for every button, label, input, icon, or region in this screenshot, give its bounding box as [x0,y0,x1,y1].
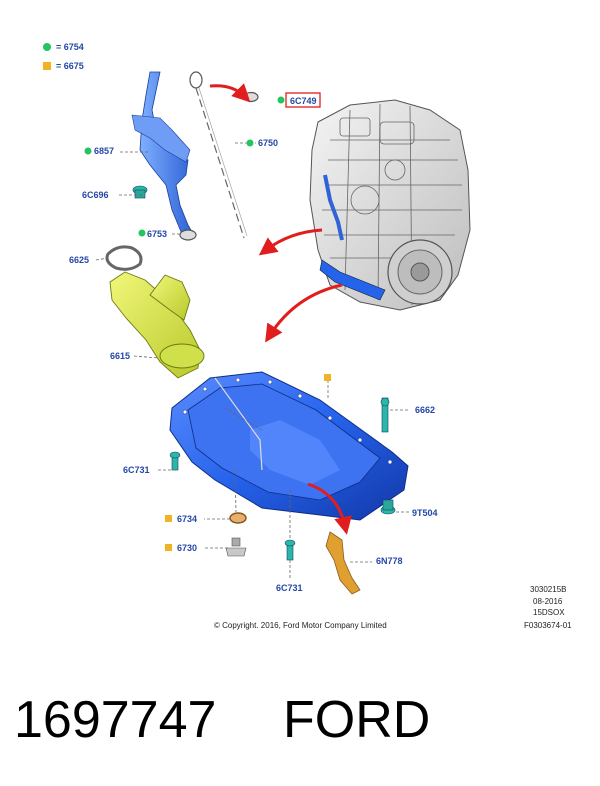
callout-markers [84,96,331,551]
engine-assembly-illustration [309,99,471,311]
bolt-6C731-left [169,451,181,471]
label-6C749: 6C749 [290,96,317,106]
o-ring-6753 [179,229,197,241]
legend-yellow-square-icon [43,62,51,70]
marker-6753-icon [138,229,146,237]
label-6N778: 6N778 [376,556,403,566]
marker-6734-icon [165,515,172,522]
legend-item-6675: = 6675 [56,61,84,71]
label-6857: 6857 [94,146,114,156]
oil-pan [169,371,409,521]
label-6C696: 6C696 [82,190,109,200]
marker-6C749-icon [277,96,285,104]
oil-level-sensor [380,397,390,433]
drawing-model: 15DSOX [533,608,565,617]
marker-6730-icon [165,544,172,551]
plug-9T504 [380,499,396,515]
leader-lines [95,142,410,578]
figure-reference: F0303674-01 [524,621,572,630]
drawing-date: 08-2016 [533,597,563,606]
label-6750: 6750 [258,138,278,148]
label-6615: 6615 [110,351,130,361]
drawing-number: 3030215B [530,585,566,594]
arrow-to-pan [265,283,343,343]
gasket-6625 [105,245,143,271]
brand-name: FORD [283,691,431,749]
assembly-arrows [209,83,352,535]
drain-plug-6730 [225,537,247,557]
bolt-6C696 [132,185,148,199]
oil-pickup-6N778 [325,531,361,595]
dipstick [189,71,248,239]
legend: = 6754 = 6675 [43,42,84,71]
label-6662: 6662 [415,405,435,415]
arrow-to-pickup [307,482,352,535]
arrow-to-seal [209,83,251,103]
label-9T504: 9T504 [412,508,438,518]
label-6753: 6753 [147,229,167,239]
copyright-text: © Copyright. 2016, Ford Motor Company Li… [214,621,387,630]
marker-pan-icon [324,374,331,381]
label-6625: 6625 [69,255,89,265]
bolt-6C731-bottom [284,539,296,561]
part-labels: 6C749 6750 6857 6C696 6753 6625 6615 666… [69,96,438,593]
label-6C731-bottom: 6C731 [276,583,303,593]
label-6C731-left: 6C731 [123,465,150,475]
seal-6C749 [243,91,259,103]
washer-6734 [229,512,247,524]
highlight-box-6C749 [285,92,321,108]
label-6734: 6734 [177,514,197,524]
drawing-metadata: 3030215B 08-2016 15DSOX © Copyright. 201… [214,585,572,630]
part-number: 1697747 [14,691,217,749]
legend-green-dot-icon [43,43,51,51]
arrow-to-tube [258,228,323,256]
oil-pump-pickup-tube [109,271,205,379]
legend-item-6754: = 6754 [56,42,84,52]
marker-6857-icon [84,147,92,155]
marker-6750-icon [246,139,254,147]
label-6730: 6730 [177,543,197,553]
